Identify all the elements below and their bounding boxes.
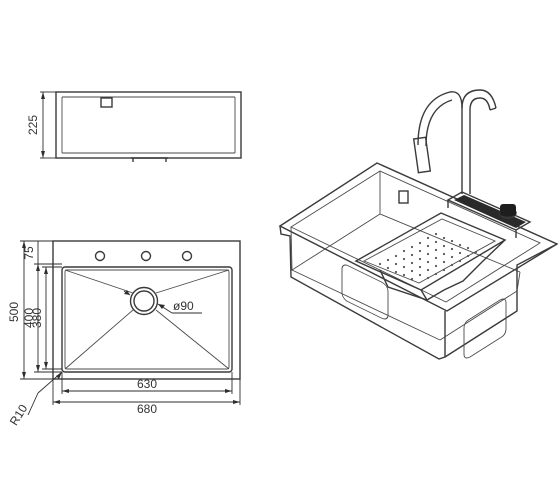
- faucet-spout: [461, 89, 497, 194]
- tap-hole-center: [140, 250, 152, 262]
- vertical-dimensions: 500 400 380 75: [7, 240, 62, 380]
- height-label-225: 225: [26, 115, 40, 135]
- top-view-outline: [52, 240, 241, 380]
- side-panel-right: [463, 298, 507, 359]
- overflow-slot-iso: [398, 190, 409, 204]
- top-view: ø90 500 400 380 75: [7, 240, 241, 428]
- pull-out-sprayer: [412, 136, 432, 174]
- tap-hole-right: [181, 250, 193, 262]
- rim-offset-label-75: 75: [22, 246, 36, 260]
- bowl-outline: [61, 266, 233, 373]
- drain-outer: [129, 286, 159, 316]
- corner-radius-label: R10: [7, 402, 31, 428]
- overall-height-label-500: 500: [7, 302, 21, 322]
- front-view: 225: [26, 91, 242, 162]
- drain-diameter-label: ø90: [173, 299, 194, 313]
- overflow-slot: [100, 97, 113, 108]
- front-view-outline: [55, 91, 242, 159]
- faucet: [412, 89, 532, 238]
- overall-width-label-680: 680: [137, 402, 157, 416]
- drain-inner: [133, 290, 155, 312]
- inner-height-label-400: 400: [22, 308, 36, 328]
- inner-width-label-630: 630: [137, 377, 157, 391]
- horizontal-dimensions: 630 680: [52, 372, 241, 416]
- bowl-height-label-380: 380: [30, 308, 44, 328]
- height-dimension-225: 225: [26, 91, 56, 159]
- corner-radius-callout: R10: [7, 371, 63, 428]
- isometric-sink-view: [278, 89, 559, 360]
- colander-holes: [378, 232, 478, 281]
- side-panel-left: [341, 264, 389, 320]
- faucet-base: [446, 191, 532, 231]
- colander-basket: [354, 212, 507, 301]
- tap-hole-left: [94, 250, 106, 262]
